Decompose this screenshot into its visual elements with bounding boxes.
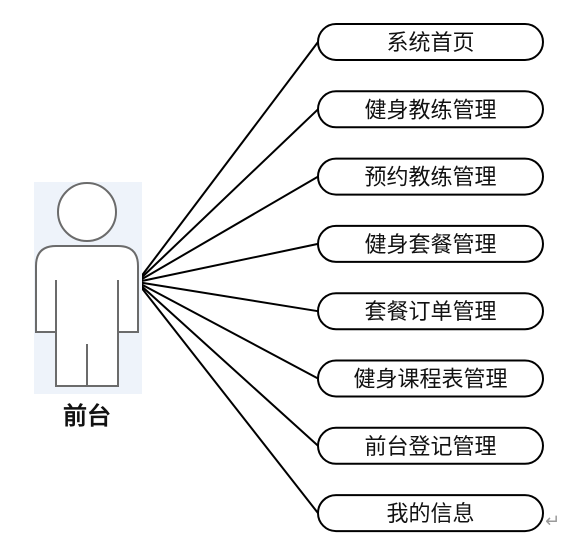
use-case-shape <box>317 224 544 263</box>
use-case-shape <box>317 426 544 465</box>
use-case-label: 健身课程表管理 <box>353 368 507 393</box>
association-line <box>136 281 319 380</box>
use-case: 预约教练管理 <box>317 157 544 196</box>
use-case: 健身课程表管理 <box>317 359 544 398</box>
association-line <box>136 281 319 447</box>
use-case-shape <box>317 494 544 533</box>
use-case-label: 系统首页 <box>386 31 474 56</box>
use-case-label: 健身教练管理 <box>364 98 496 123</box>
use-case-label: 健身套餐管理 <box>364 233 496 258</box>
use-case: 套餐订单管理 <box>317 292 544 331</box>
use-case-shape <box>317 157 544 196</box>
paragraph-mark-icon: ↵ <box>545 511 560 532</box>
use-case: 前台登记管理 <box>317 426 544 465</box>
association-line <box>136 108 319 283</box>
use-case-label: 我的信息 <box>386 502 474 527</box>
use-case-shape <box>317 359 544 398</box>
association-line <box>136 281 319 514</box>
association-line <box>136 175 319 283</box>
user-actor-icon <box>35 182 139 387</box>
use-case: 系统首页 <box>317 23 544 61</box>
use-case: 健身教练管理 <box>317 90 544 129</box>
use-case-shape <box>317 90 544 129</box>
actor: 前台 <box>34 182 142 430</box>
use-case-label: 预约教练管理 <box>364 166 496 191</box>
use-case-label: 前台登记管理 <box>364 435 496 460</box>
association-line <box>136 41 319 283</box>
association-line <box>136 242 319 283</box>
association-lines <box>136 41 319 514</box>
use-case-shape <box>317 292 544 331</box>
use-case: 健身套餐管理 <box>317 224 544 263</box>
use-case-shape <box>317 23 544 61</box>
use-case-label: 套餐订单管理 <box>364 300 496 325</box>
use-case-list: 系统首页健身教练管理预约教练管理健身套餐管理套餐订单管理健身课程表管理前台登记管… <box>317 23 544 533</box>
use-case: 我的信息 <box>317 494 544 533</box>
actor-label: 前台 <box>63 402 111 430</box>
association-line <box>136 281 319 313</box>
